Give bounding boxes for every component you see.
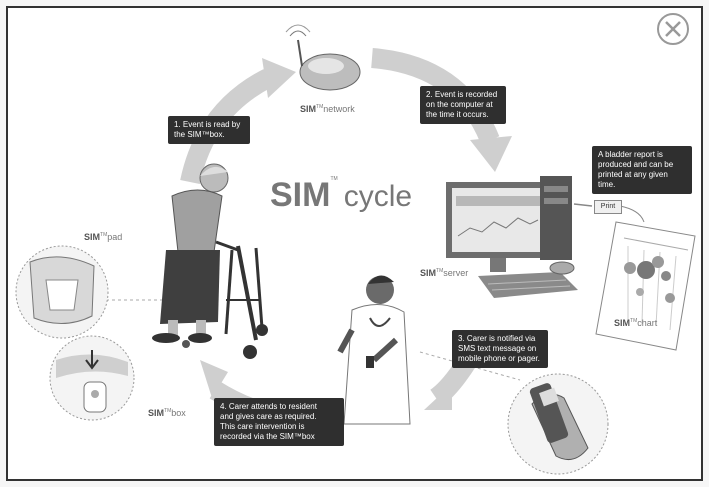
- print-button[interactable]: Print: [594, 200, 622, 214]
- arrow-head-server: [470, 136, 512, 172]
- report-note-callout: A bladder report is produced and can be …: [592, 146, 692, 194]
- network-label: SIMTMnetwork: [300, 104, 355, 114]
- server-computer: [446, 176, 578, 298]
- title-sim: SIM: [270, 176, 331, 214]
- box-label: SIMTMbox: [148, 408, 186, 418]
- server-label: SIMTMserver: [420, 268, 469, 278]
- arrow-head-phone: [424, 384, 452, 410]
- step-4-callout: 4. Carer attends to resident and gives c…: [214, 398, 344, 446]
- bladder-chart: [595, 221, 696, 351]
- title-cycle: cycle: [343, 180, 413, 213]
- carer-to-phone-line: [419, 351, 521, 381]
- resident-with-walker: [100, 163, 268, 359]
- step-3-callout: 3. Carer is notified via SMS text messag…: [452, 330, 548, 368]
- step-1-callout: 1. Event is read by the SIM™box.: [168, 116, 250, 144]
- pad-label: SIMTMpad: [84, 232, 123, 242]
- print-arrow: [573, 203, 593, 207]
- close-icon[interactable]: [656, 12, 690, 46]
- step-2-callout: 2. Event is recorded on the computer at …: [420, 86, 506, 124]
- print-to-chart-arrow: [619, 205, 645, 223]
- arrow-head-network: [262, 58, 296, 98]
- network-device: [285, 24, 361, 91]
- carer-nurse: [337, 275, 411, 425]
- phone-inset: [507, 373, 609, 475]
- box-inset: [49, 335, 135, 421]
- pad-inset: [15, 245, 109, 339]
- chart-label: SIMTMchart: [614, 318, 658, 328]
- arrow-head-box: [200, 360, 228, 398]
- title-tm: TM: [330, 176, 338, 182]
- sim-cycle-title: SIMTM cycle: [270, 176, 412, 215]
